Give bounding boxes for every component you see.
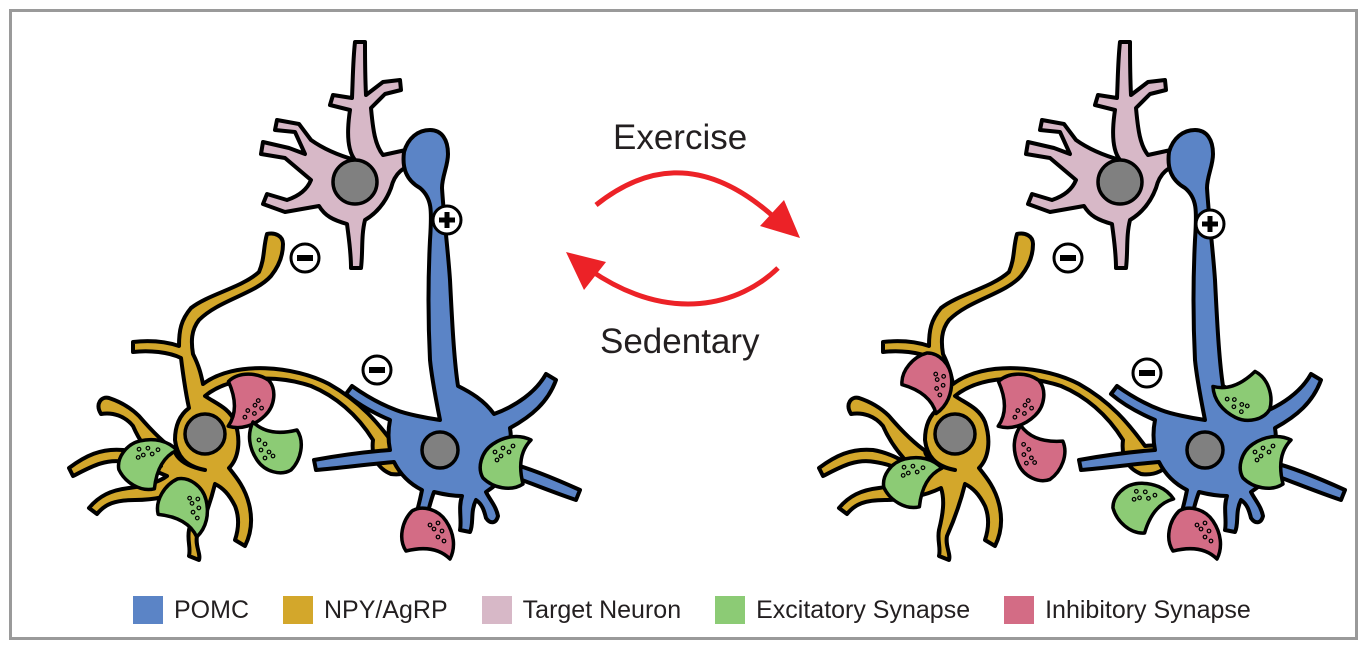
legend-swatch [133,596,163,624]
right-panel [817,40,1347,562]
legend-swatch [481,596,512,624]
left-panel [67,40,582,562]
legend-item-inhibitory-synapse: Inhibitory Synapse [1004,596,1251,625]
excitatory-synapse [1103,468,1178,543]
exercise-label: Exercise [613,118,748,157]
inhibitory-synapse [399,506,456,561]
legend-label: Excitatory Synapse [756,595,971,624]
legend-label: NPY/AgRP [324,595,448,624]
legend-swatch [715,596,746,624]
legend: POMC NPY/AgRP Target Neuron Excitatory S… [133,590,1285,630]
legend-item-pomc: POMC [133,596,249,625]
sedentary-label: Sedentary [600,322,760,361]
legend-swatch [1004,596,1035,624]
plus-sign [431,204,463,236]
legend-item-excitatory-synapse: Excitatory Synapse [715,596,970,625]
sedentary-arrow [566,252,780,307]
legend-item-npy-agrp: NPY/AgRP [283,596,448,625]
minus-sign [1131,357,1163,389]
legend-label: POMC [174,595,249,624]
plus-sign [1194,208,1226,240]
exercise-arrow [594,170,800,238]
excitatory-synapse [247,420,304,475]
minus-sign [361,354,393,386]
minus-sign [289,242,321,274]
legend-swatch [283,596,313,624]
inhibitory-synapse [1006,423,1071,486]
legend-item-target-neuron: Target Neuron [481,595,682,625]
inhibitory-synapse [1166,506,1223,561]
legend-label: Target Neuron [522,595,682,624]
minus-sign [1052,242,1084,274]
legend-label: Inhibitory Synapse [1045,595,1251,624]
